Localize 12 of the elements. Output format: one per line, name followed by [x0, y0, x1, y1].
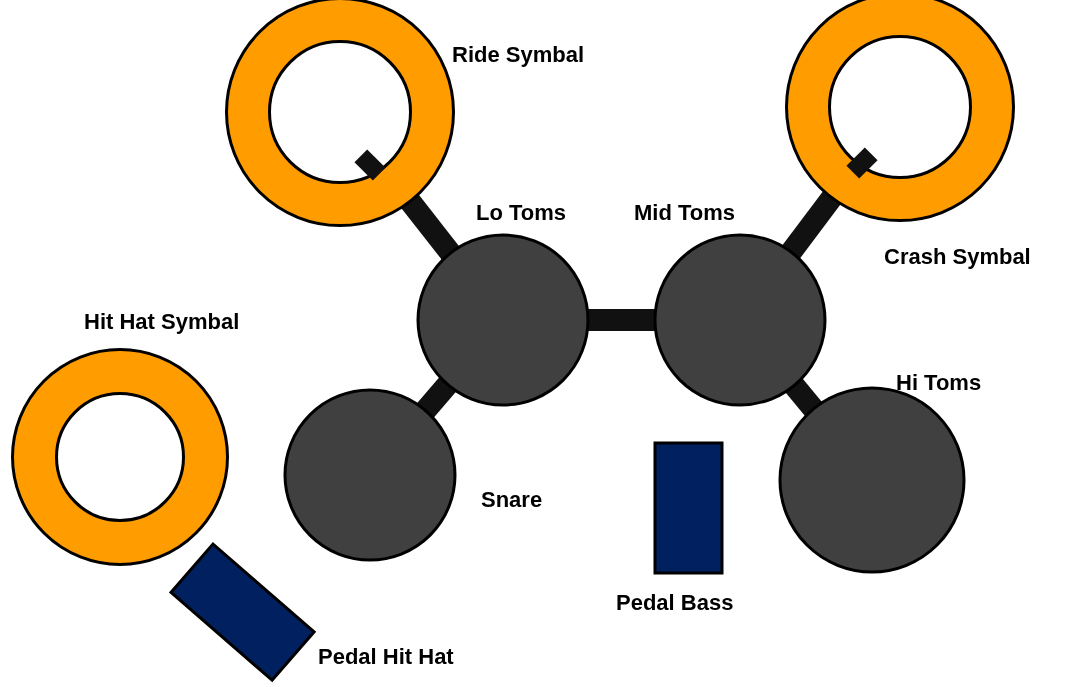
part-label: Snare	[481, 487, 543, 514]
part-label: Lo Toms	[476, 200, 567, 227]
part-label: Ride Symbal	[452, 42, 585, 69]
stand-bar	[784, 377, 824, 418]
stand-bar	[781, 189, 843, 261]
part-label: Mid Toms	[634, 200, 736, 227]
part-label: Pedal Hit Hat	[318, 644, 454, 671]
part-label: Hit Hat Symbal	[84, 309, 240, 336]
stand-bar	[415, 375, 458, 420]
part-label: Crash Symbal	[884, 244, 1031, 271]
part-label: Pedal Bass	[616, 590, 734, 617]
part-label: Hi Toms	[896, 370, 982, 397]
